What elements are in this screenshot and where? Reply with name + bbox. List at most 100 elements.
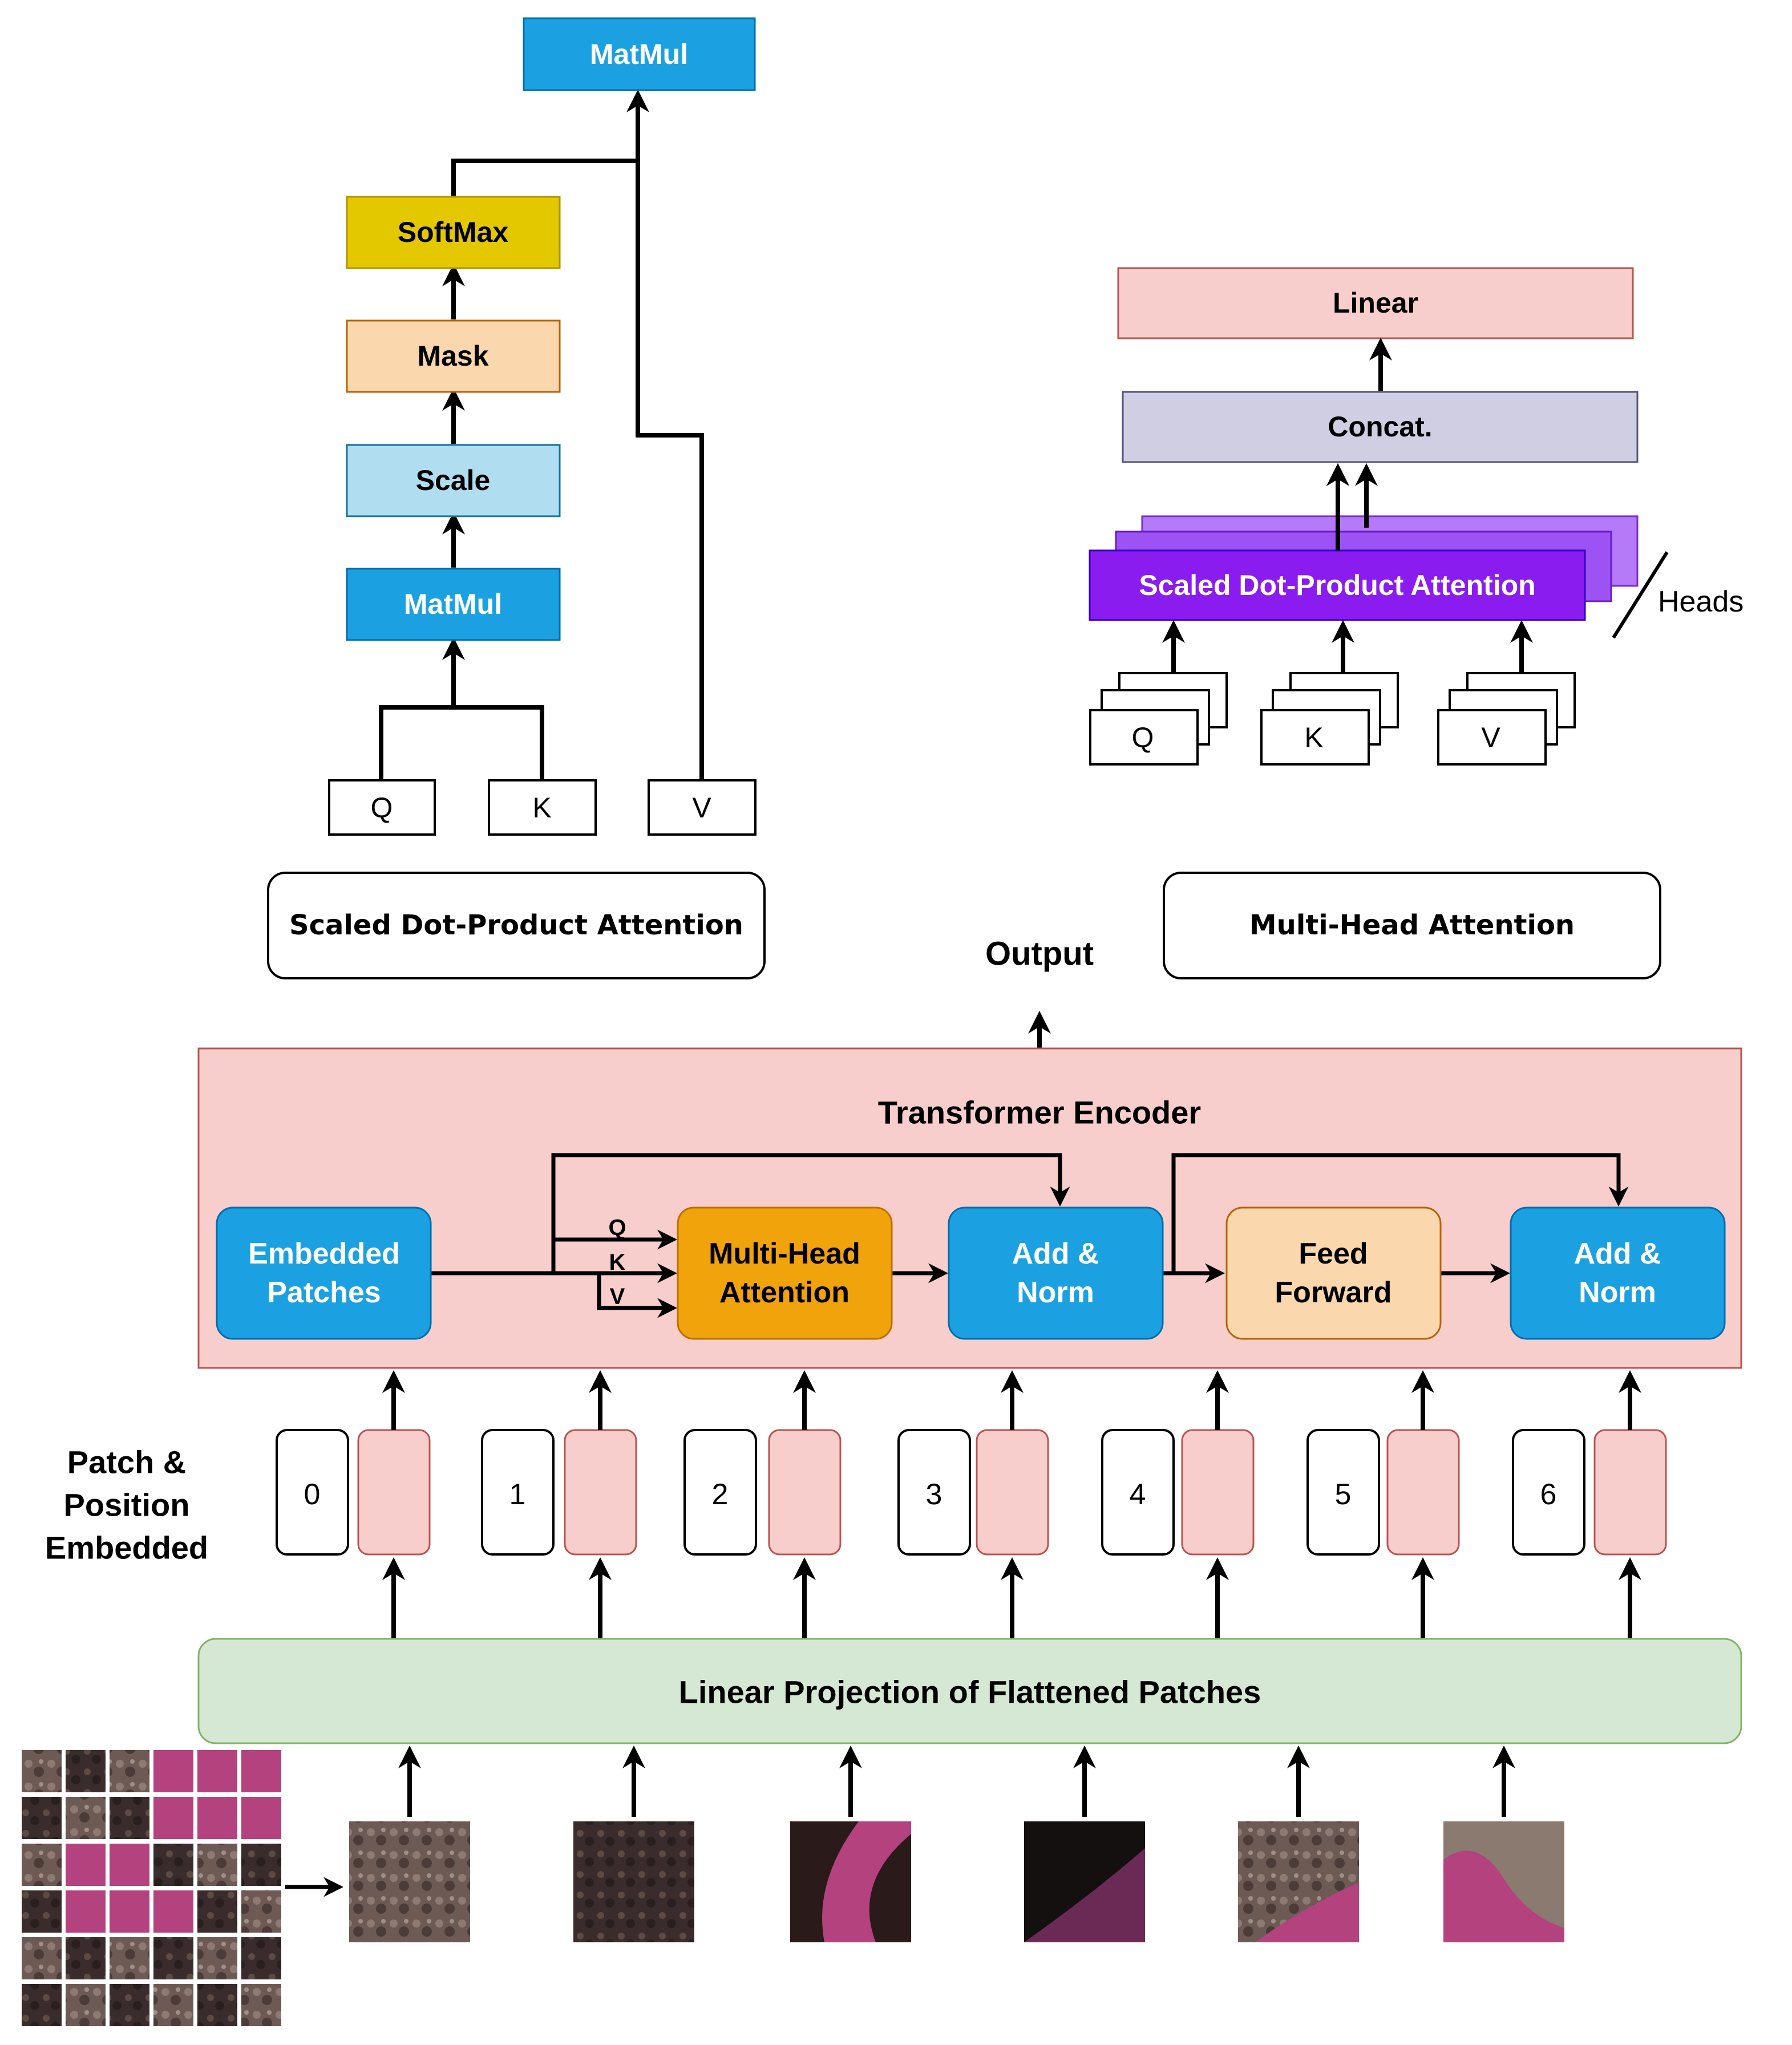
grid-patch	[22, 1890, 62, 1933]
sdpa-diagram: MatMul SoftMax Mask Scale MatMul Q K V S…	[267, 17, 766, 979]
add-norm-2-line2: Norm	[1579, 1276, 1656, 1309]
softmax-out-line	[451, 159, 638, 197]
position-index-label: 3	[926, 1478, 942, 1511]
embedded-patches-line2: Patches	[267, 1276, 381, 1309]
patch-embedding-box	[768, 1429, 842, 1556]
patch-position-line3: Embedded	[45, 1530, 208, 1566]
mha-box-line2: Attention	[719, 1276, 850, 1309]
concat-box	[1122, 391, 1639, 463]
residual-1	[551, 1153, 1070, 1273]
heads-label: Heads	[1658, 585, 1744, 618]
concat-label: Concat.	[1328, 411, 1432, 443]
position-index-box	[276, 1429, 349, 1556]
grid-patch	[22, 1797, 62, 1839]
patch-embedding-box	[1181, 1429, 1255, 1556]
patch-position-line2: Position	[64, 1487, 190, 1523]
feed-forward-box	[1225, 1206, 1442, 1340]
patch-embedding-box	[564, 1429, 637, 1556]
grid-patch	[22, 1937, 62, 1979]
position-index-label: 2	[712, 1478, 729, 1511]
grid-patch	[110, 1890, 149, 1933]
position-index-box	[1101, 1429, 1175, 1556]
patch-starfish-detail	[1443, 1850, 1564, 1942]
patch-position-line1: Patch &	[67, 1444, 187, 1480]
matmul-top-box	[523, 17, 756, 91]
grid-patch	[153, 1844, 193, 1886]
encoder-q-label: Q	[608, 1215, 626, 1240]
sdpa-caption-box	[267, 872, 766, 979]
grid-patch	[153, 1984, 193, 2026]
patch-embedding-box	[357, 1429, 431, 1556]
sdpa-v-label: V	[692, 792, 711, 824]
grid-patch	[197, 1937, 237, 1979]
grid-patch	[153, 1937, 193, 1979]
mask-label: Mask	[417, 340, 488, 372]
grid-patch	[66, 1844, 106, 1886]
add-norm-1-line1: Add &	[1012, 1237, 1099, 1270]
position-index-box	[897, 1429, 971, 1556]
grid-patch	[66, 1797, 106, 1839]
softmax-box	[346, 196, 561, 269]
matmul-bottom-label: MatMul	[404, 588, 502, 620]
mha-box-line1: Multi-Head	[709, 1237, 860, 1270]
grid-patch	[241, 1797, 281, 1839]
image-patch-grid	[22, 1750, 281, 2026]
grid-patch	[153, 1750, 193, 1792]
grid-patch	[66, 1890, 106, 1933]
grid-patch	[241, 1844, 281, 1886]
qk-merge-line	[379, 705, 544, 787]
sdpa-q-label: Q	[371, 792, 393, 824]
sdpa-v-box	[648, 779, 757, 836]
patch-embedding-box	[1386, 1429, 1460, 1556]
output-label: Output	[985, 936, 1094, 973]
grid-patch	[197, 1890, 237, 1933]
mha-v-box	[1437, 709, 1547, 766]
grid-patch	[241, 1984, 281, 2026]
add-norm-1-line2: Norm	[1017, 1276, 1094, 1309]
grid-patch	[241, 1890, 281, 1933]
embedded-patches-box	[216, 1206, 432, 1340]
grid-patch	[66, 1984, 106, 2026]
patch-embedding-box	[976, 1429, 1049, 1556]
patch-starfish-detail	[822, 1821, 911, 1942]
linear-label: Linear	[1333, 287, 1418, 319]
position-index-box	[1306, 1429, 1380, 1556]
add-norm-2-line1: Add &	[1573, 1237, 1661, 1270]
mha-v-label: V	[1481, 722, 1500, 754]
position-index-label: 5	[1335, 1478, 1352, 1511]
grid-patch	[110, 1844, 149, 1886]
grid-patch	[153, 1797, 193, 1839]
mha-caption-box	[1163, 872, 1661, 979]
grid-patch	[22, 1984, 62, 2026]
v-to-matmul-line	[626, 90, 704, 780]
flattened-patch	[349, 1821, 470, 1942]
encoder-title: Transformer Encoder	[878, 1095, 1201, 1131]
mha-diagram: Linear Concat. Scaled Dot-Product Attent…	[1089, 267, 1744, 979]
linear-projection-label: Linear Projection of Flattened Patches	[679, 1674, 1261, 1710]
multi-head-attention-box	[677, 1206, 893, 1340]
grid-patch	[153, 1890, 193, 1933]
feed-forward-line1: Feed	[1299, 1237, 1368, 1270]
add-norm-2-box	[1510, 1206, 1726, 1340]
transformer-encoder: Transformer Encoder Q K V Embedded Patch…	[197, 1047, 1742, 1369]
sdpa-caption: Scaled Dot-Product Attention	[289, 909, 743, 941]
matmul-bottom-box	[346, 568, 561, 641]
patch-embedding-box	[1593, 1429, 1667, 1556]
grid-patch	[241, 1937, 281, 1979]
grid-patch	[66, 1750, 106, 1792]
scale-box	[346, 444, 561, 517]
mha-k-label: K	[1304, 722, 1323, 754]
sdpa-k-box	[488, 779, 597, 836]
position-index-label: 4	[1130, 1478, 1146, 1511]
mha-sdpa-box	[1089, 549, 1586, 621]
grid-patch	[110, 1797, 149, 1839]
grid-patch	[110, 1750, 149, 1792]
grid-patch	[22, 1844, 62, 1886]
feed-forward-line2: Forward	[1275, 1276, 1391, 1309]
grid-patch	[197, 1750, 237, 1792]
heads-slash	[1612, 551, 1669, 639]
encoder-v-label: V	[610, 1284, 625, 1309]
encoder-k-label: K	[609, 1250, 626, 1275]
